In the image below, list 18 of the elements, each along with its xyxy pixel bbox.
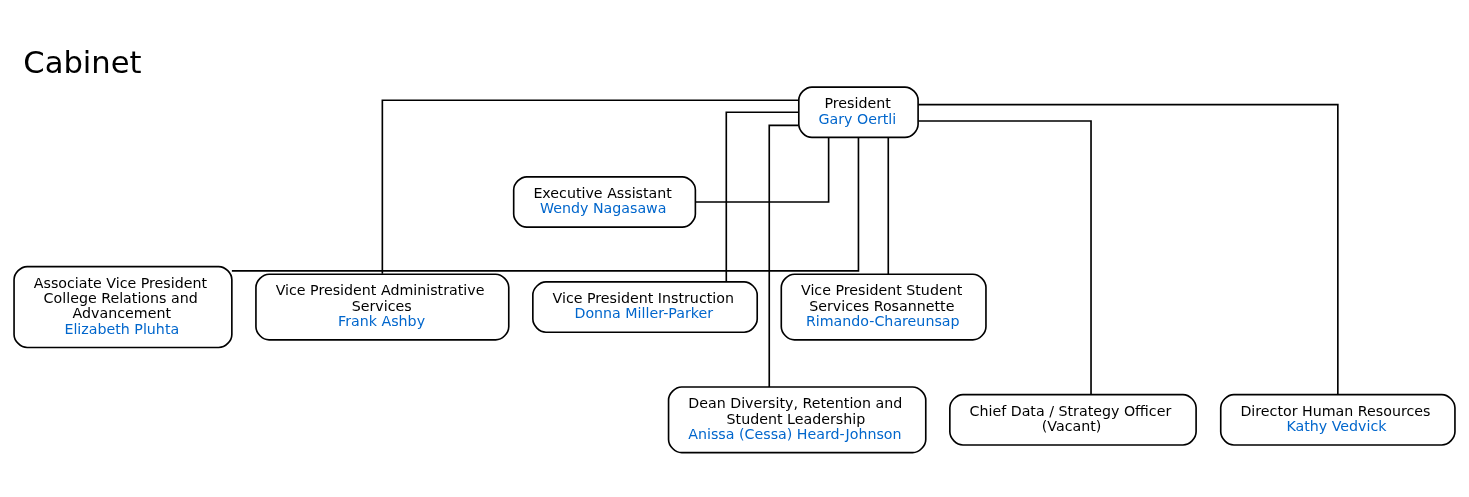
connector <box>694 136 830 203</box>
connector <box>887 136 890 275</box>
node-box: Director Human Resources Kathy Vedvick <box>1219 393 1456 446</box>
connector <box>725 111 800 283</box>
node-box: President Gary Oertli <box>797 86 919 139</box>
node-box: Associate Vice President College Relations and Advancement Elizabeth Pluhta <box>13 265 233 349</box>
node-box: Vice President Administrative Services Frank Ashby <box>255 273 510 341</box>
node-box: Chief Data / Strategy Officer (Vacant) <box>949 393 1197 446</box>
connector <box>768 124 800 388</box>
node-box: Vice President Instruction Donna Miller-Parker <box>532 281 759 334</box>
connector <box>917 103 1339 396</box>
connector <box>381 99 800 275</box>
node-box: Vice President Student Services Rosannette Rimando-Chareunsap <box>780 273 987 341</box>
node-box: Dean Diversity, Retention and Student Leadership Anissa (Cessa) Heard-Johnson <box>667 386 927 454</box>
node-box: Executive Assistant Wendy Nagasawa <box>512 176 697 228</box>
diagram-title: Cabinet <box>23 45 142 81</box>
connector <box>917 120 1092 396</box>
connector <box>231 136 860 272</box>
